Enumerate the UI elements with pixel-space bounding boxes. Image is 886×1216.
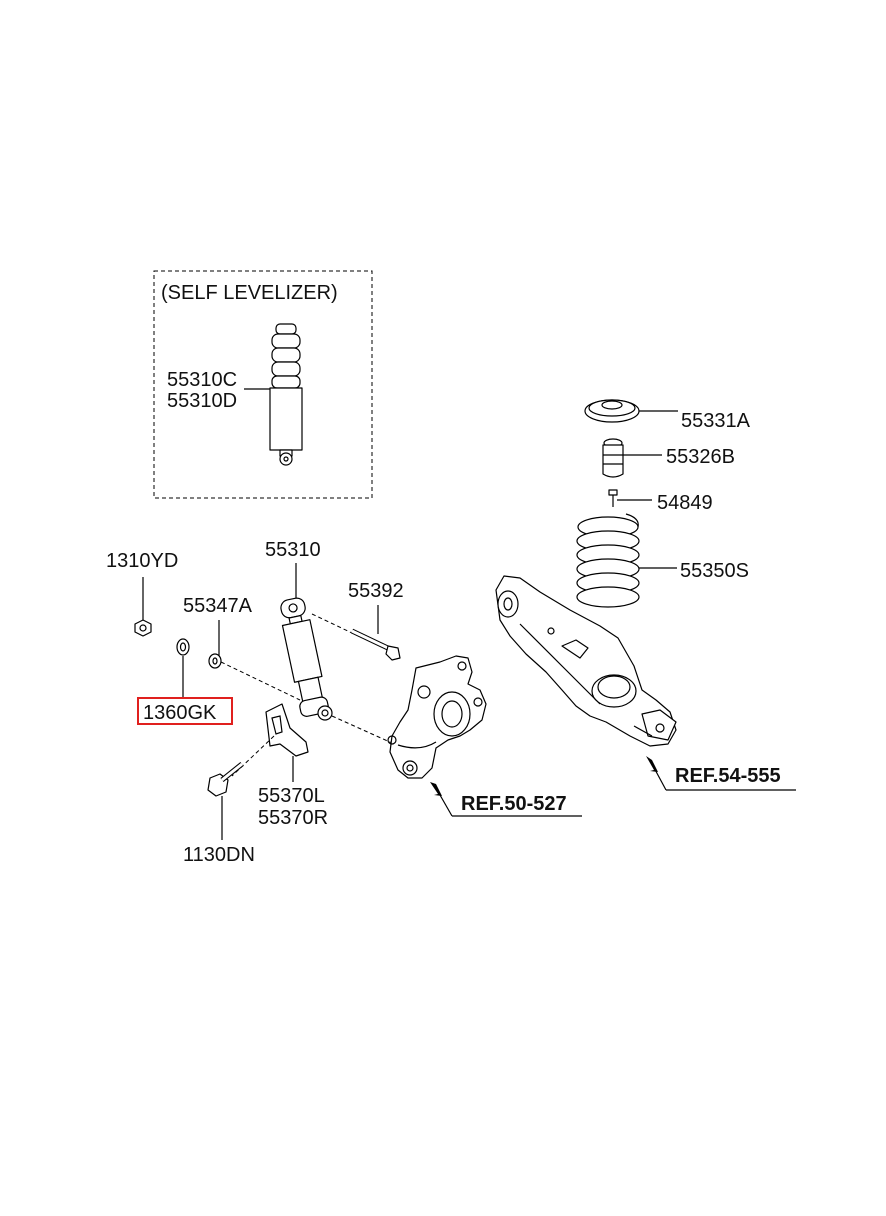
self-levelizer-shock (269, 323, 303, 466)
washer-55347A: 55347A (183, 595, 301, 701)
shock-absorber-55310: 55310 (265, 539, 393, 744)
label-55350S: 55350S (680, 560, 749, 582)
self-levelizer-title: (SELF LEVELIZER) (161, 282, 338, 304)
lower-arm-ref-54-555: REF.54-555 (495, 575, 796, 791)
label-55370L: 55370L (258, 785, 325, 807)
coil-spring-55350S: 55350S (576, 513, 749, 608)
ref-54-555-label: REF.54-555 (675, 765, 781, 787)
label-55310C: 55310C (167, 369, 237, 391)
label-55347A: 55347A (183, 595, 253, 617)
bolt-54849: 54849 (608, 489, 713, 514)
label-1360GK: 1360GK (143, 702, 217, 724)
label-1310YD: 1310YD (106, 550, 178, 572)
label-55331A: 55331A (681, 410, 751, 432)
bolt-55392: 55392 (311, 580, 404, 661)
nut-1310YD: 1310YD (106, 550, 178, 637)
label-55310D: 55310D (167, 390, 237, 412)
self-levelizer-frame (153, 270, 373, 499)
label-55326B: 55326B (666, 446, 735, 468)
bump-stopper-55326B: 55326B (602, 438, 735, 478)
label-54849: 54849 (657, 492, 713, 514)
spring-seat-55331A: 55331A (584, 399, 751, 432)
ref-50-527-label: REF.50-527 (461, 793, 567, 815)
label-55392: 55392 (348, 580, 404, 602)
label-55370R: 55370R (258, 807, 328, 829)
washer-1360GK: 1360GK (137, 638, 233, 725)
bracket-55370: 55370L 55370R (231, 703, 328, 829)
bolt-1130DN: 1130DN (183, 762, 255, 866)
label-1130DN: 1130DN (183, 844, 255, 866)
knuckle-ref-50-527: REF.50-527 (387, 655, 582, 817)
highlight-box-1360GK (137, 697, 233, 725)
label-55310: 55310 (265, 539, 321, 561)
self-levelizer-box: (SELF LEVELIZER) 55310C 55310D (153, 270, 373, 499)
